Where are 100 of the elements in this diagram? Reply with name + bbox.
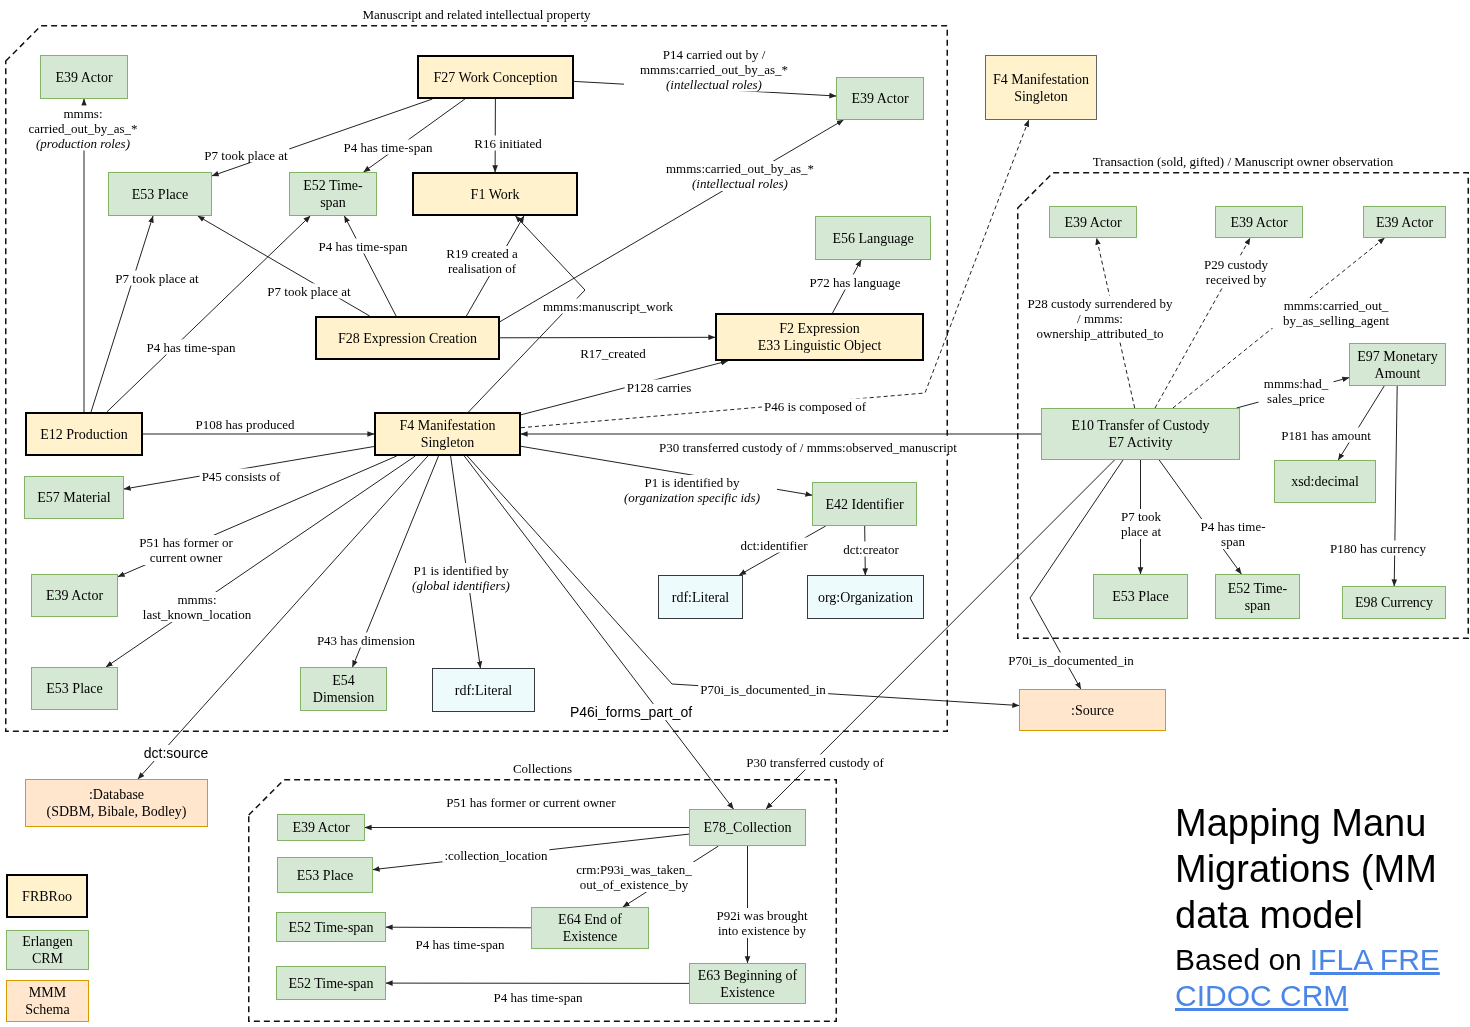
legend-label: FRBRoo: [22, 887, 72, 905]
class-box: [300, 667, 387, 711]
arrow: [90, 215, 154, 413]
class-box: [289, 172, 377, 216]
edge-label: P4 has time-span: [144, 339, 238, 355]
arrow: [385, 924, 532, 931]
edge-label: P4 has time-span: [341, 139, 435, 155]
arrow: [520, 431, 1042, 437]
class-box: [374, 412, 521, 456]
arrow: [499, 334, 716, 341]
class-label: org:Organization: [817, 588, 914, 606]
arrow: [385, 980, 690, 986]
group-heading: Transaction (sold, gifted) / Manuscript owner observation: [1092, 154, 1394, 169]
class-box: [31, 667, 118, 710]
subtitle-text: Based on: [1175, 942, 1302, 978]
class-box: [1215, 574, 1300, 619]
class-box: [1342, 586, 1446, 619]
arrow: [352, 455, 439, 668]
edge-label: P45 consists of: [199, 468, 283, 484]
class-label: F28 Expression Creation: [337, 329, 478, 347]
class-label: E53 Place: [46, 680, 103, 697]
edge-label: mmms:had_ sales_price: [1258, 376, 1334, 406]
class-box: [432, 668, 535, 712]
class-label: F2 Expression: [779, 320, 860, 337]
class-box: [715, 313, 924, 361]
edge-label: mmms:manuscript_work: [541, 298, 675, 314]
class-label: F4 Manifestation Singleton: [991, 70, 1090, 105]
legend-label: Erlangen CRM: [21, 933, 74, 967]
class-box: [1363, 206, 1446, 238]
class-box: [25, 779, 208, 827]
edge-label: P128 carries: [624, 379, 694, 395]
class-label: xsd:decimal: [1291, 473, 1359, 490]
class-box: [658, 575, 743, 619]
edge-label: P7 took place at: [113, 270, 201, 286]
class-box: [689, 809, 806, 846]
class-label: :Source: [1071, 701, 1114, 719]
class-box: [812, 482, 917, 526]
class-label: E39 Actor: [55, 68, 113, 86]
class-label: E52 Time-span: [302, 177, 364, 211]
class-box: [276, 966, 386, 1000]
class-label: rdf:Literal: [671, 588, 730, 606]
edge-label: P180 has currency: [1328, 540, 1428, 556]
class-box: [417, 55, 574, 99]
arrow: [142, 431, 375, 437]
class-box: [1215, 206, 1303, 238]
class-label: E12 Production: [40, 425, 128, 443]
class-box: [1049, 206, 1137, 238]
class-label: E54 Dimension: [311, 672, 376, 706]
class-box: [277, 814, 365, 841]
arrow: [106, 215, 311, 413]
class-label: E39 Actor: [1230, 213, 1288, 231]
edge-label: P70i_is_documented_in: [1006, 652, 1136, 668]
class-box: [836, 77, 924, 120]
class-label: F4 Manifestation Singleton: [398, 417, 497, 451]
class-label: E78_Collection: [703, 819, 792, 836]
class-box: [1274, 460, 1376, 503]
class-box: [815, 216, 931, 260]
class-box: [807, 575, 924, 619]
class-label: E52 Time-span: [1226, 579, 1289, 614]
arrow: [1029, 459, 1124, 690]
class-box: [1019, 689, 1166, 731]
class-label: E39 Actor: [1375, 213, 1434, 231]
arrow: [463, 455, 734, 810]
class-box: [277, 857, 373, 893]
edge-label: P43 has dimension: [314, 632, 418, 648]
class-box: [24, 476, 124, 519]
class-box: [689, 963, 806, 1004]
class-label: E98 Currency: [1354, 594, 1434, 611]
edge-label: P7 took place at: [265, 283, 353, 299]
class-box: [412, 172, 578, 216]
edge-label: dct:source: [141, 745, 211, 761]
class-label: E63 Beginning of Existence: [696, 966, 799, 1001]
class-label: E39 Actor: [851, 90, 909, 107]
edge-label: P30 transferred custody of / mmms:observed_manuscript: [657, 439, 959, 455]
class-label: E39 Actor: [292, 819, 350, 836]
class-label: E64 End of Existence: [557, 911, 623, 945]
class-label: F1 Work: [470, 185, 520, 203]
class-label: F27 Work Conception: [433, 68, 558, 86]
arrow: [1172, 237, 1386, 409]
class-label: E56 Language: [832, 229, 914, 247]
class-label: :Database: [88, 786, 145, 803]
class-label: E33 Linguistic Object: [757, 337, 882, 354]
arrow: [137, 455, 429, 780]
class-box: [315, 316, 500, 360]
class-label: E52 Time-span: [288, 974, 374, 992]
class-label: E39 Actor: [1064, 213, 1122, 231]
edge-label: P72 has language: [807, 274, 903, 290]
arrow: [364, 824, 690, 831]
class-label: E42 Identifier: [825, 495, 904, 513]
group-heading: Collections: [512, 761, 573, 776]
class-box: [1093, 574, 1188, 619]
class-label: E53 Place: [1112, 588, 1169, 605]
class-box: [276, 912, 386, 942]
link: IFLA FRE: [1309, 942, 1440, 978]
edge-label: P30 transferred custody of: [744, 754, 886, 770]
legend-label: MMM Schema: [24, 984, 71, 1018]
edge-label: P7 took place at: [202, 147, 290, 163]
class-label: E10 Transfer of Custody: [1071, 417, 1210, 434]
edge-label: P46 is composed of: [761, 398, 869, 414]
arrow: [468, 215, 586, 413]
